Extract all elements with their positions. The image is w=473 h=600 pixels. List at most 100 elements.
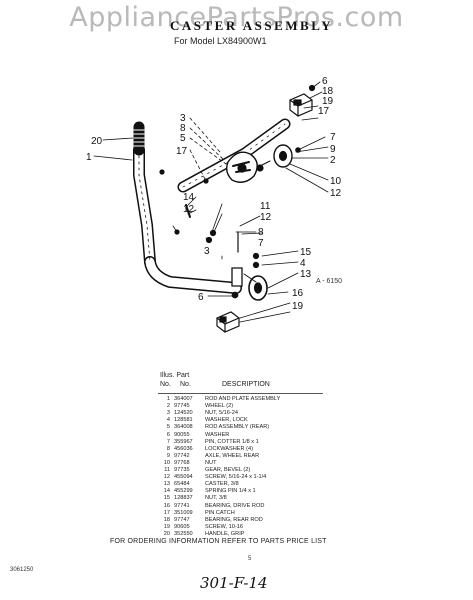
callout-16: 16 xyxy=(292,288,304,299)
part-row-number: 128581 xyxy=(174,417,193,424)
part-row-number: 351009 xyxy=(174,509,193,516)
callout-19: 19 xyxy=(322,96,334,107)
callout-8: 8 xyxy=(180,123,186,134)
callout-12b: 12 xyxy=(183,204,195,215)
part-row-number: 90605 xyxy=(174,523,190,530)
diagram-title: CASTER ASSEMBLY xyxy=(170,18,334,33)
part-row-number: 352550 xyxy=(174,530,193,537)
rear-rod-bearing xyxy=(289,84,316,117)
callout-20: 20 xyxy=(91,136,103,147)
part-row-description: PIN, COTTER 1/8 x 1 xyxy=(205,438,259,445)
part-row-no: 8 xyxy=(166,445,170,452)
callout-17: 17 xyxy=(176,146,188,157)
part-row-number: 97741 xyxy=(174,502,190,509)
part-row-no: 7 xyxy=(166,438,170,445)
part-row-number: 97742 xyxy=(174,452,190,459)
callout-1: 1 xyxy=(86,152,92,163)
part-row-number: 364008 xyxy=(174,424,193,431)
part-row-description: ROD ASSEMBLY (REAR) xyxy=(205,424,270,431)
part-row-no: 11 xyxy=(164,467,170,473)
part-row-number: 97735 xyxy=(174,467,190,473)
part-row-no: 18 xyxy=(163,516,170,523)
part-row-no: 15 xyxy=(163,495,170,502)
part-row-description: NUT, 3/8 xyxy=(205,495,227,502)
part-row-no: 2 xyxy=(166,403,170,410)
ordering-footer: FOR ORDERING INFORMATION REFER TO PARTS … xyxy=(110,538,327,545)
model-label: For Model LX84900W1 xyxy=(174,36,267,46)
part-row-no: 10 xyxy=(163,459,170,466)
part-row-description: WHEEL (2) xyxy=(205,403,234,410)
part-row-no: 13 xyxy=(163,481,170,488)
part-row-no: 1 xyxy=(166,396,170,402)
part-row-no: 16 xyxy=(163,502,170,509)
callout-labels: 20 1 3 8 5 17 6 18 19 17 7 9 2 10 12 14 … xyxy=(86,76,342,312)
part-row-description: CASTER, 3/8 xyxy=(205,481,239,488)
part-row-no: 5 xyxy=(166,424,170,431)
page-number: 5 xyxy=(248,556,252,562)
parts-header-description: DESCRIPTION xyxy=(222,381,270,388)
part-row-description: NUT xyxy=(205,459,217,466)
callout-7b: 7 xyxy=(258,238,264,249)
part-row-number: 455094 xyxy=(174,474,193,481)
part-row-number: 364007 xyxy=(174,396,193,402)
part-row-number: 456036 xyxy=(174,445,193,452)
part-row-description: SCREW, 5/16-24 x 1-1/4 xyxy=(205,474,267,481)
callout-6: 6 xyxy=(322,76,328,87)
part-row-no: 4 xyxy=(166,417,170,424)
part-row-number: 124520 xyxy=(174,410,193,417)
part-row-number: 97745 xyxy=(174,403,190,410)
handle-grip xyxy=(133,121,145,156)
part-row-description: WASHER, LOCK xyxy=(205,417,248,424)
part-row-number: 128837 xyxy=(174,495,193,502)
callout-7: 7 xyxy=(330,132,336,143)
callout-12: 12 xyxy=(330,188,342,199)
parts-header-part-no: No. xyxy=(180,381,191,388)
callout-9: 9 xyxy=(330,144,336,155)
part-row-description: LOCKWASHER (4) xyxy=(205,445,253,452)
part-row-number: 355967 xyxy=(174,438,193,445)
callout-2: 2 xyxy=(330,155,336,166)
callout-14: 14 xyxy=(183,192,195,203)
part-row-description: SCREW, 10-16 xyxy=(205,523,243,530)
parts-header-no: No. xyxy=(160,381,171,388)
callout-13: 13 xyxy=(300,269,312,280)
part-row-no: 12 xyxy=(163,474,170,481)
table-divider xyxy=(158,393,323,394)
part-row-description: SPRING PIN 1/4 x 1 xyxy=(205,488,256,495)
part-row-number: 455299 xyxy=(174,488,193,495)
callout-19b: 19 xyxy=(292,301,304,312)
part-row-number: 97747 xyxy=(174,516,190,523)
part-row-description: NUT, 5/16-24 xyxy=(205,410,238,417)
handwritten-note: 301-F-14 xyxy=(200,574,268,592)
document-id: 3061250 xyxy=(10,567,34,573)
part-row-no: 3 xyxy=(166,410,170,417)
bevel-gear-assembly xyxy=(225,151,258,183)
caster-assembly xyxy=(231,252,268,301)
part-row-description: GEAR, BEVEL (2) xyxy=(205,467,251,473)
watermark: AppliancePartsPros.com xyxy=(69,2,404,33)
part-row-no: 9 xyxy=(166,452,170,459)
part-row-description: ROD AND PLATE ASSEMBLY xyxy=(205,396,281,402)
part-row-description: BEARING, REAR ROD xyxy=(205,516,263,523)
callout-17b: 17 xyxy=(318,106,330,117)
part-row-no: 20 xyxy=(163,530,170,537)
part-row-number: 65484 xyxy=(174,481,190,488)
part-row-no: 14 xyxy=(163,488,170,495)
part-row-no: 6 xyxy=(166,431,170,438)
callout-12c: 12 xyxy=(260,212,272,223)
parts-header-illus: Illus. Part xyxy=(160,372,190,379)
part-row-description: BEARING, DRIVE ROD xyxy=(205,502,265,509)
rear-wheel xyxy=(256,144,301,172)
callout-8b: 8 xyxy=(258,227,264,238)
callout-6b: 6 xyxy=(198,292,204,303)
callout-15: 15 xyxy=(300,247,312,258)
callout-11: 11 xyxy=(260,201,271,212)
leader-lines xyxy=(93,81,329,323)
callout-5: 5 xyxy=(180,133,186,144)
part-row-description: HANDLE, GRIP xyxy=(205,530,245,537)
callout-10: 10 xyxy=(330,176,342,187)
drive-rod-bearing xyxy=(216,311,240,333)
callout-3b: 3 xyxy=(204,246,210,257)
part-row-no: 17 xyxy=(163,509,170,516)
